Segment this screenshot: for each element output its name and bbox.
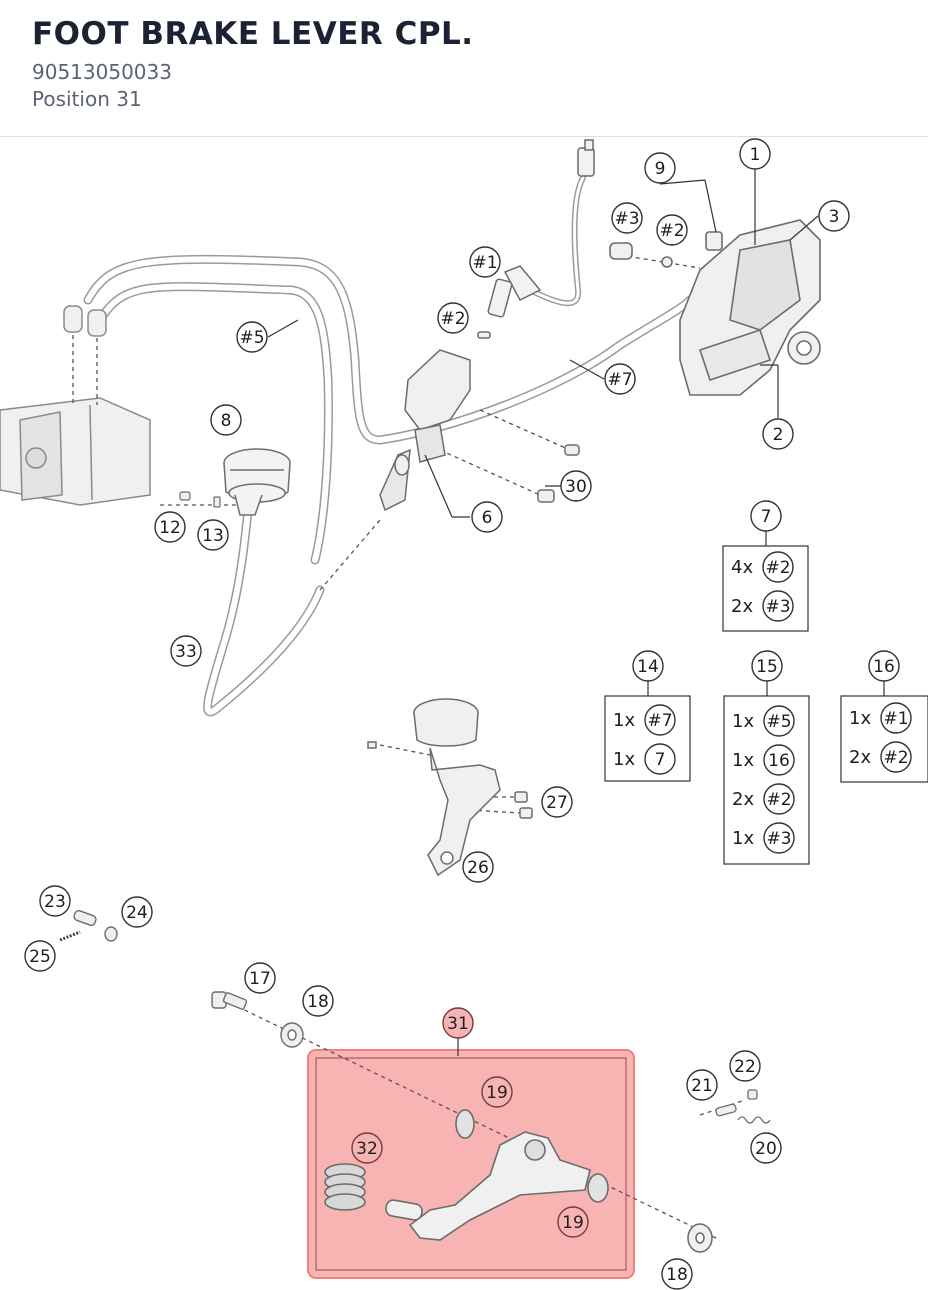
callout-1[interactable]: 1: [750, 145, 761, 165]
kit-15-row-ref[interactable]: #3: [766, 829, 791, 849]
kit-14-row-circle: [644, 704, 676, 736]
callout-hash-3[interactable]: #3: [614, 209, 639, 229]
pivot-bolt-17: [211, 991, 304, 1048]
part-number: 90513050033: [32, 60, 172, 84]
kit-14-circle: [632, 650, 664, 682]
kit-15-row-qty: 1x: [732, 828, 754, 849]
callout-22[interactable]: 22: [734, 1057, 756, 1077]
kit-headers: 7 14 15 16: [632, 500, 900, 682]
kit-15-row-ref[interactable]: #2: [766, 790, 791, 810]
callout-6[interactable]: 6: [482, 508, 493, 528]
kit-7-row-ref[interactable]: #3: [765, 597, 790, 617]
kit-14-row-qty: 1x: [613, 710, 635, 731]
kit-16-row-circle: [880, 702, 912, 734]
callout-21[interactable]: 21: [691, 1076, 713, 1096]
kit-15-row-ref[interactable]: 16: [768, 751, 790, 771]
callout-24[interactable]: 24: [126, 903, 148, 923]
callout-hash-2-b[interactable]: #2: [440, 309, 465, 329]
callout-26[interactable]: 26: [467, 858, 489, 878]
kit-7-row-circle: [762, 590, 794, 622]
connector-part: [577, 139, 595, 177]
kit-15-row-circle: [763, 822, 795, 854]
brake-lines: [83, 175, 695, 717]
position-label: Position 31: [32, 87, 142, 111]
callout-18-top[interactable]: 18: [307, 992, 329, 1012]
abs-unit: [0, 305, 151, 506]
callout-hash-2[interactable]: #2: [659, 221, 684, 241]
callout-12[interactable]: 12: [159, 518, 181, 538]
banjo-fitting: [477, 265, 542, 339]
callout-20[interactable]: 20: [755, 1139, 777, 1159]
brake-caliper: [609, 219, 821, 396]
small-parts-12-13: [179, 491, 221, 508]
kit-16-label[interactable]: 16: [873, 657, 895, 677]
kit-7-row-ref[interactable]: #2: [765, 558, 790, 578]
rear-reservoir-26: [367, 698, 533, 877]
callout-30[interactable]: 30: [565, 477, 587, 497]
kit-7-label[interactable]: 7: [761, 507, 772, 527]
kit-16-circle: [868, 650, 900, 682]
kit-7-row-circle: [762, 551, 794, 583]
callout-32[interactable]: 32: [356, 1139, 378, 1159]
callout-27[interactable]: 27: [546, 793, 568, 813]
kit-15-row-circle: [763, 705, 795, 737]
kit-16-row-circle: [880, 741, 912, 773]
kit-15-label[interactable]: 15: [756, 657, 778, 677]
master-cylinder-6: [379, 349, 580, 512]
kit-14-row-ref[interactable]: #7: [647, 711, 672, 731]
kit-boxes: [604, 545, 928, 865]
bolt-parts-23-25: [59, 909, 118, 942]
callout-hash-5[interactable]: #5: [239, 328, 264, 348]
kit-15-row-qty: 1x: [732, 750, 754, 771]
kit-15-row-ref[interactable]: #5: [766, 712, 791, 732]
foot-brake-lever: [324, 1109, 713, 1253]
kit-14-row-circle: [644, 743, 676, 775]
callout-hash-1[interactable]: #1: [472, 253, 497, 273]
leader-dashes: [72, 254, 746, 1241]
kit-7-row-qty: 4x: [731, 557, 753, 578]
header: FOOT BRAKE LEVER CPL. 90513050033 Positi…: [0, 0, 928, 137]
callout-8[interactable]: 8: [221, 411, 232, 431]
kit-15-row-qty: 2x: [732, 789, 754, 810]
kit-16-row-ref[interactable]: #1: [883, 709, 908, 729]
kit-16-row-qty: 2x: [849, 747, 871, 768]
kit-15-row-circle: [763, 744, 795, 776]
kit-15-row-circle: [763, 783, 795, 815]
callout-33[interactable]: 33: [175, 642, 197, 662]
callout-hash-7[interactable]: #7: [607, 370, 632, 390]
highlight-box-31[interactable]: [307, 1049, 635, 1279]
callout-2[interactable]: 2: [773, 425, 784, 445]
callout-18-bottom[interactable]: 18: [666, 1265, 688, 1285]
small-parts-20-22: [715, 1089, 771, 1124]
kit-7-row-qty: 2x: [731, 596, 753, 617]
callout-leaders: [267, 169, 885, 1056]
highlight-inner-frame: [315, 1057, 627, 1271]
page-title: FOOT BRAKE LEVER CPL.: [32, 16, 474, 52]
callout-19-bottom[interactable]: 19: [562, 1213, 584, 1233]
kit-15-circle: [751, 650, 783, 682]
kit-7-circle: [750, 500, 782, 532]
callout-31[interactable]: 31: [447, 1014, 469, 1034]
callout-17[interactable]: 17: [249, 969, 271, 989]
callout-circles: [24, 138, 850, 1290]
kit-16-row-ref[interactable]: #2: [883, 748, 908, 768]
kit-16-row-qty: 1x: [849, 708, 871, 729]
kit-14-row-ref[interactable]: 7: [655, 750, 666, 770]
kit-15-row-qty: 1x: [732, 711, 754, 732]
callout-9[interactable]: 9: [655, 159, 666, 179]
callout-13[interactable]: 13: [202, 526, 224, 546]
callout-19-top[interactable]: 19: [486, 1083, 508, 1103]
callout-23[interactable]: 23: [44, 892, 66, 912]
callout-25[interactable]: 25: [29, 947, 51, 967]
kit-rows: 4x #2 2x #3 1x #7 1x 7 1x #5 1x 16 2x #2 1x #3 1x #1 2x #2: [613, 551, 912, 854]
reservoir-8: [223, 448, 291, 516]
callout-circles-highlighted: [351, 1007, 589, 1238]
kit-14-label[interactable]: 14: [637, 657, 659, 677]
callout-3[interactable]: 3: [829, 207, 840, 227]
kit-14-row-qty: 1x: [613, 749, 635, 770]
